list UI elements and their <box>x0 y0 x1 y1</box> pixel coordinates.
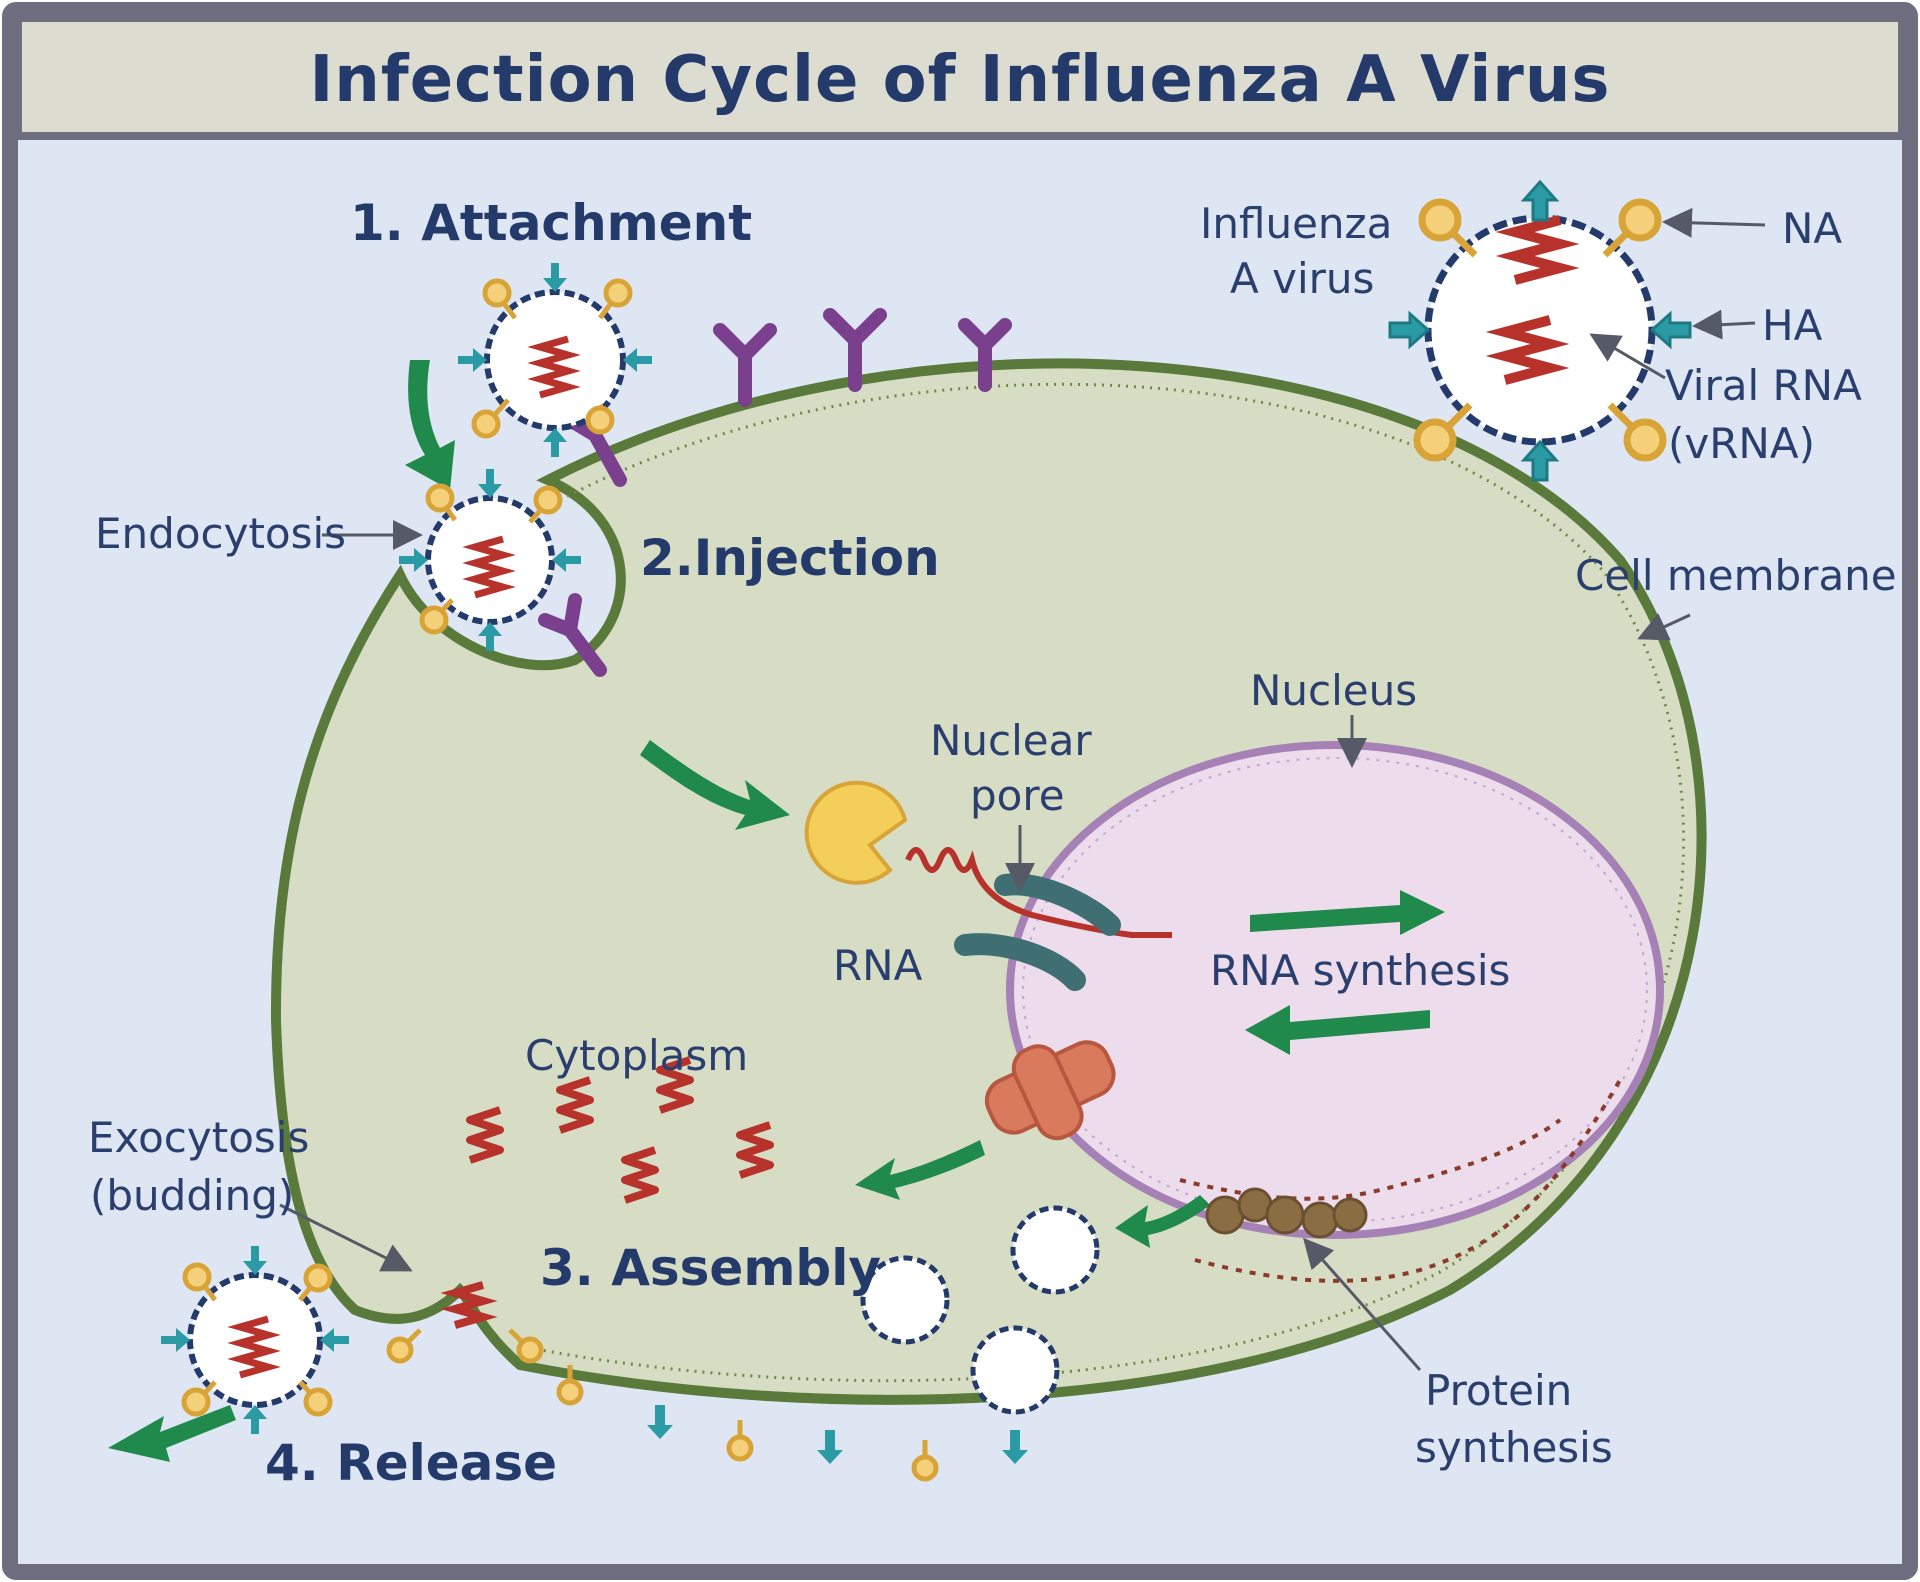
label-cell-membrane: Cell membrane <box>1575 551 1897 600</box>
label-exocytosis-1: Exocytosis <box>88 1113 309 1162</box>
cell-membrane-inner <box>529 382 1686 1383</box>
label-exocytosis-2: (budding) <box>90 1171 294 1220</box>
step-attachment: 1. Attachment <box>350 194 752 252</box>
label-protein-2: synthesis <box>1415 1423 1613 1472</box>
nucleus <box>1006 741 1664 1239</box>
injection-arrow <box>640 740 790 830</box>
label-influenza-1: Influenza <box>1200 199 1392 248</box>
nucleus-inner-edge <box>1022 757 1648 1223</box>
label-protein-1: Protein <box>1425 1366 1572 1415</box>
budding-virus <box>386 1281 544 1364</box>
label-nuclear-1: Nuclear <box>930 716 1092 765</box>
virus-legend <box>1388 179 1692 482</box>
pointer-lines <box>279 207 1766 1371</box>
ribosome <box>984 1040 1116 1141</box>
attachment-arrow <box>405 360 455 490</box>
rna-synthesis-arrow-top <box>1250 890 1445 935</box>
assembly-arrow <box>855 1140 985 1200</box>
step-assembly: 3. Assembly <box>540 1239 881 1297</box>
rna-strand <box>905 847 1172 938</box>
receptor-1 <box>713 323 777 407</box>
label-rna-synthesis: RNA synthesis <box>1210 946 1510 995</box>
virus-endocytosis <box>399 469 581 651</box>
label-nucleus: Nucleus <box>1250 666 1417 715</box>
step-release: 4. Release <box>265 1434 557 1492</box>
cytoplasm-vrna <box>466 1056 774 1204</box>
label-influenza-2: A virus <box>1230 254 1374 303</box>
ribosome-cluster <box>1205 1187 1368 1239</box>
receptor-2 <box>823 308 887 392</box>
label-vrna: (vRNA) <box>1668 419 1815 468</box>
label-nuclear-2: pore <box>970 771 1065 820</box>
receptor-5 <box>538 593 607 677</box>
label-endocytosis: Endocytosis <box>95 509 346 558</box>
virus-attachment <box>458 263 652 457</box>
er-dotted <box>1179 1078 1622 1283</box>
protein-arrow <box>1115 1195 1210 1248</box>
nuclear-pore-bottom <box>954 933 1086 991</box>
label-cytoplasm: Cytoplasm <box>525 1031 748 1080</box>
membrane-surface-proteins <box>556 1365 1028 1482</box>
step-injection: 2.Injection <box>640 529 940 587</box>
release-arrow <box>108 1405 236 1462</box>
virus-released <box>161 1246 349 1434</box>
label-rna: RNA <box>833 941 923 990</box>
label-ha: HA <box>1762 301 1823 350</box>
protein-vesicles <box>860 1205 1100 1415</box>
diagram-title: Infection Cycle of Influenza A Virus <box>309 43 1610 117</box>
title-bar <box>14 14 1906 140</box>
rna-synthesis-arrow-bottom <box>1245 1005 1430 1055</box>
capsid <box>804 780 908 885</box>
label-viral-rna: Viral RNA <box>1665 361 1862 410</box>
receptor-3 <box>958 318 1012 392</box>
label-na: NA <box>1782 204 1842 253</box>
